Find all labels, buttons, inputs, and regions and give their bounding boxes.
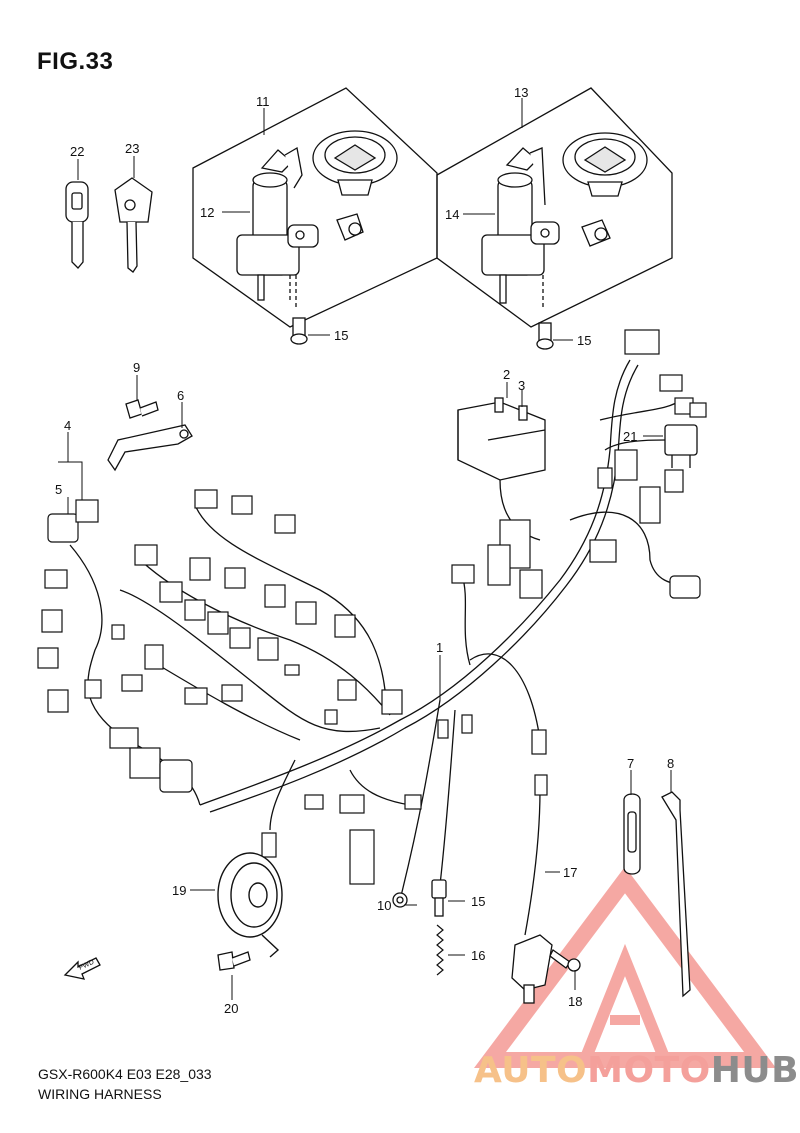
ignition-switch-12 [236, 146, 319, 310]
clamp-7 [623, 793, 641, 875]
watermark-part-3: HUB [710, 1050, 800, 1091]
callout-10: 10 [377, 898, 391, 913]
callout-11: 11 [256, 94, 270, 109]
callout-2: 2 [503, 367, 510, 382]
bolt-21 [217, 951, 251, 971]
fuel-cap-13 [562, 132, 648, 197]
callout-5: 5 [55, 482, 62, 497]
callout-16: 15 [471, 894, 485, 909]
watermark-part-1: AUTO [474, 1050, 588, 1091]
callout-20: 19 [172, 883, 186, 898]
figure-title: FIG.33 [37, 48, 114, 75]
relay-22 [664, 424, 698, 468]
ignition-kit-box-13 [436, 87, 673, 328]
screw-19 [549, 949, 581, 972]
callout-9: 9 [133, 360, 140, 375]
sensor-16 [431, 879, 447, 917]
switch-18 [511, 934, 553, 1004]
key-blank-23 [65, 181, 89, 269]
callout-13: 13 [514, 85, 528, 100]
callout-15a: 15 [334, 328, 348, 343]
callout-4: 4 [64, 418, 71, 433]
callout-labels: 11 12 13 14 15 15 22 23 9 6 4 5 2 3 21 1… [55, 85, 674, 1016]
cable-tie-8 [661, 791, 691, 998]
ignition-kit-box-11 [192, 87, 438, 328]
ground-lead-10 [392, 892, 408, 908]
callout-23: 22 [70, 144, 84, 159]
figure-name: WIRING HARNESS [38, 1086, 162, 1102]
callout-6: 6 [177, 388, 184, 403]
callout-8: 8 [667, 756, 674, 771]
callout-3: 3 [518, 378, 525, 393]
spring-17 [436, 924, 444, 976]
leader-lines [58, 98, 672, 1000]
callout-19: 18 [568, 994, 582, 1009]
fuel-cap-11 [312, 130, 398, 196]
key-blank-24 [114, 177, 153, 273]
watermark-triangle [474, 866, 776, 1068]
model-code: GSX-R600K4 E03 E28_033 [38, 1066, 212, 1082]
watermark-part-2: MOTO [587, 1050, 711, 1091]
ignition-switch-14 [481, 147, 560, 310]
screw-15b [536, 322, 554, 350]
callout-7: 7 [627, 756, 634, 771]
callout-21: 20 [224, 1001, 238, 1016]
callout-17: 16 [471, 948, 485, 963]
callout-18: 17 [563, 865, 577, 880]
seat-lock-13 [581, 219, 611, 247]
bolt-9 [125, 399, 159, 419]
harness-connectors [37, 329, 707, 885]
horn-20 [217, 852, 283, 958]
callout-22: 21 [623, 429, 637, 444]
callout-15b: 15 [577, 333, 591, 348]
callout-24: 23 [125, 141, 139, 156]
watermark-logo: AUTOMOTOHUB [474, 1050, 799, 1091]
fwd-arrow-icon [63, 957, 101, 980]
callout-12: 12 [200, 205, 214, 220]
screw-15a [290, 317, 308, 345]
fuse-box [457, 397, 546, 481]
seat-lock-11 [336, 213, 364, 241]
callout-14: 14 [445, 207, 459, 222]
callout-1: 1 [436, 640, 443, 655]
bracket-6 [107, 424, 193, 472]
